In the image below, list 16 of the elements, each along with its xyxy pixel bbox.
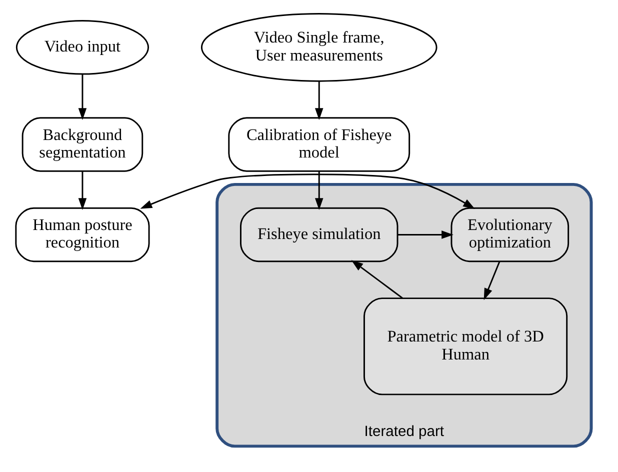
arrow xyxy=(140,174,474,210)
node-ellipse: Video input xyxy=(15,20,149,75)
node-box: Parametric model of 3D Human xyxy=(362,298,568,396)
node-box: Calibration of Fisheye model xyxy=(228,117,410,172)
node-box: Background segmentation xyxy=(21,117,143,172)
arrow xyxy=(78,171,86,210)
node-box: Fisheye simulation xyxy=(239,207,398,262)
arrow xyxy=(350,260,402,299)
node-box: Human posture recognition xyxy=(14,207,150,262)
node-ellipse: Video Single frame, User measurements xyxy=(200,13,437,82)
arrow xyxy=(314,81,323,120)
arrow xyxy=(78,74,86,120)
node-box: Evolutionary optimization xyxy=(450,207,569,262)
arrow xyxy=(483,261,500,300)
arrow xyxy=(397,230,453,239)
arrow xyxy=(314,171,323,210)
